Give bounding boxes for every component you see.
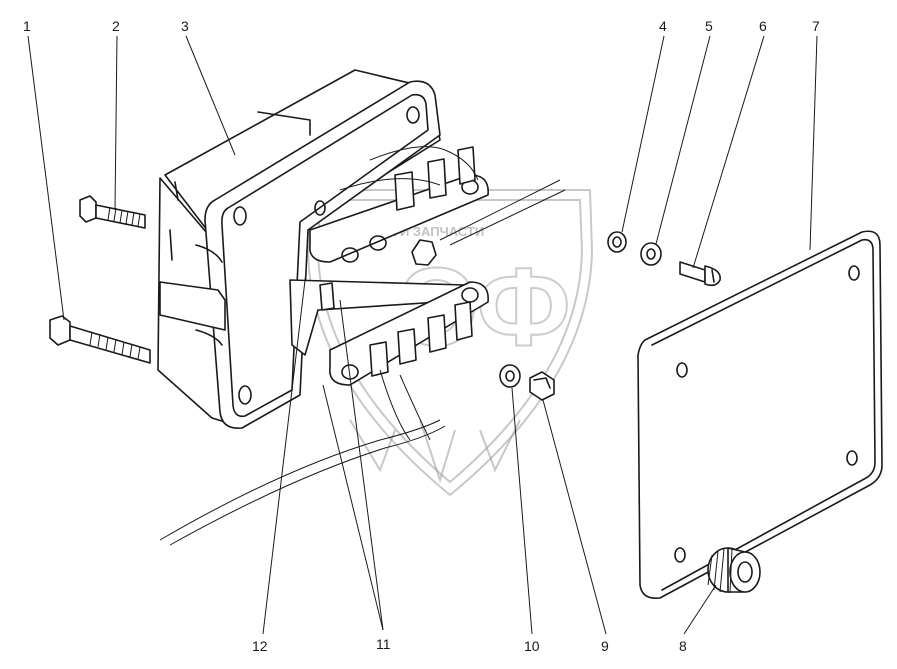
wire-harness bbox=[159, 146, 566, 546]
callout-2: 2 bbox=[112, 18, 120, 34]
washer-10 bbox=[499, 364, 521, 388]
callout-9: 9 bbox=[601, 638, 609, 654]
long-bolt bbox=[49, 315, 151, 364]
callout-4: 4 bbox=[659, 18, 667, 34]
callout-10: 10 bbox=[524, 638, 540, 654]
terminal-block-upper bbox=[309, 146, 489, 266]
washer-4 bbox=[607, 231, 627, 253]
callout-5: 5 bbox=[705, 18, 713, 34]
leader-lines bbox=[27, 35, 818, 635]
washer-5 bbox=[640, 242, 662, 266]
nut-9 bbox=[529, 371, 555, 401]
short-bolt bbox=[79, 195, 146, 229]
callout-1: 1 bbox=[23, 18, 31, 34]
callout-12: 12 bbox=[252, 638, 268, 654]
callout-3: 3 bbox=[181, 18, 189, 34]
callout-7: 7 bbox=[812, 18, 820, 34]
callout-8: 8 bbox=[679, 638, 687, 654]
callout-numbers: 1 2 3 4 5 6 7 8 9 10 11 12 bbox=[23, 18, 820, 654]
callout-6: 6 bbox=[759, 18, 767, 34]
screw-6 bbox=[679, 261, 722, 287]
housing-box bbox=[157, 69, 441, 429]
terminal-block-lower bbox=[289, 279, 489, 386]
cable-gland bbox=[707, 547, 761, 593]
callout-11: 11 bbox=[376, 636, 391, 652]
cover-plate bbox=[637, 230, 883, 600]
